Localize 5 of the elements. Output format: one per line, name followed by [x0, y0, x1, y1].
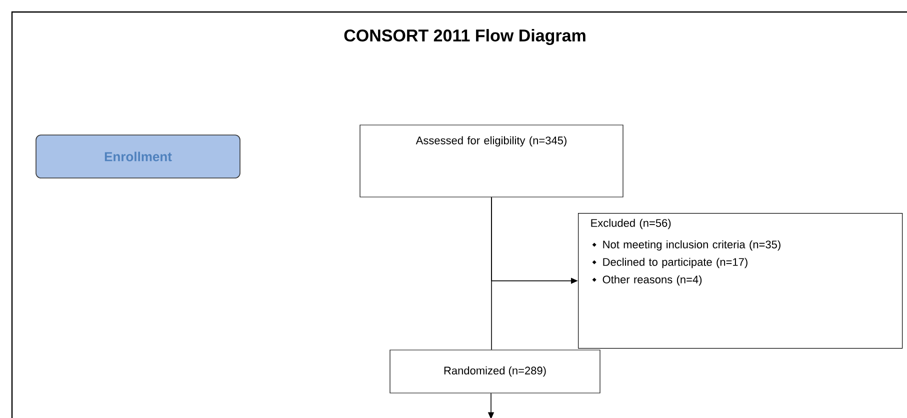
process-box: Assessed for eligibility (n=345) — [360, 124, 624, 198]
process-box: Excluded (n=56) Not meeting inclusion criteria (n=35) Declined to participate (n=17) Other reasons (n=4) — [578, 213, 903, 349]
title: CONSORT 2011 Flow Diagram — [344, 29, 586, 45]
stage-label-box: Enrollment — [36, 134, 240, 178]
process-box: Randomized (n=289) — [390, 350, 600, 394]
